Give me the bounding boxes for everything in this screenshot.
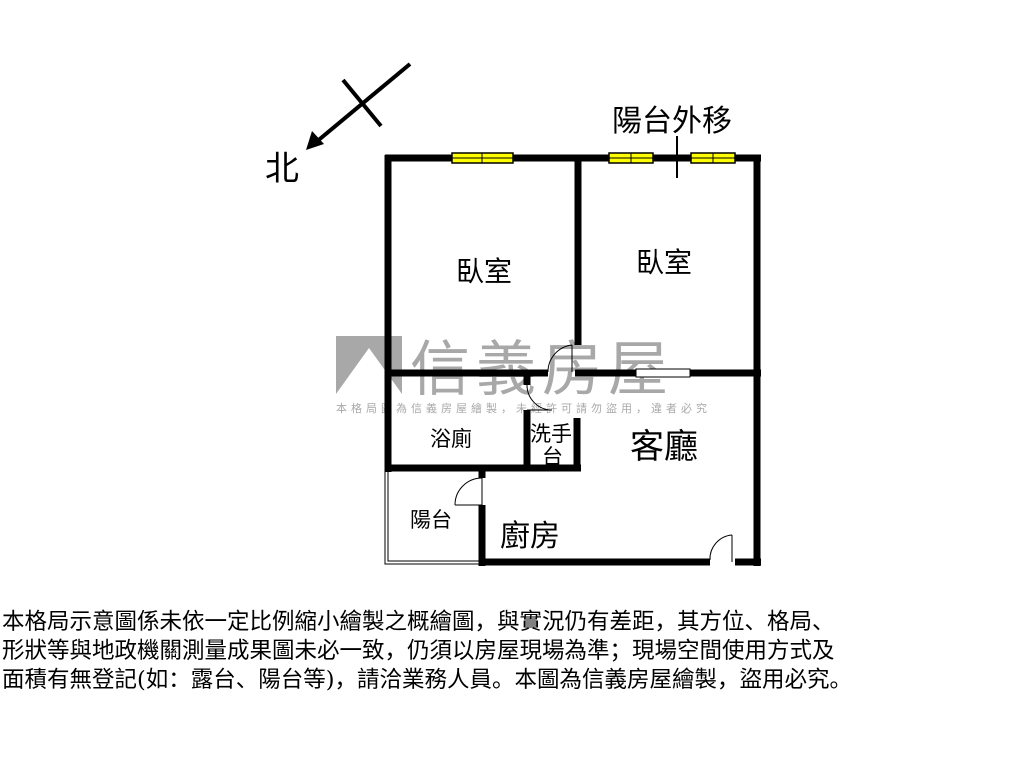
windows	[451, 152, 736, 378]
door-balcony	[454, 477, 483, 506]
room-label-bathroom: 浴廁	[430, 427, 472, 451]
room-label-balcony: 陽台	[410, 508, 452, 532]
window	[635, 368, 691, 378]
disclaimer-line: 本格局示意圖係未依一定比例縮小繪製之概繪圖，與實況仍有差距，其方位、格局、	[2, 609, 835, 635]
walls	[384, 154, 761, 566]
watermark-notice: 本格局圖為信義房屋繪製，未經許可請勿盜用，違者必究	[336, 401, 711, 415]
room-label-bedroom-right: 臥室	[636, 246, 692, 279]
room-label-kitchen: 廚房	[500, 519, 560, 554]
room-label-bedroom-left: 臥室	[456, 255, 512, 288]
north-arrow-icon	[306, 62, 412, 150]
balcony-moved-label: 陽台外移	[612, 104, 732, 139]
room-label-sink: 洗手	[530, 422, 572, 446]
disclaimer: 本格局示意圖係未依一定比例縮小繪製之概繪圖，與實況仍有差距，其方位、格局、 形狀…	[2, 608, 1022, 695]
room-label-sink-2: 台	[542, 445, 563, 469]
disclaimer-line: 形狀等與地政機關測量成果圖未必一致，仍須以房屋現場為準；現場空間使用方式及	[2, 638, 835, 664]
disclaimer-line: 面積有無登記(如：露台、陽台等)，請洽業務人員。本圖為信義房屋繪製，盜用必究。	[2, 667, 853, 693]
doors	[454, 344, 733, 562]
north-label: 北	[265, 149, 299, 189]
door-entrance	[709, 534, 733, 561]
door-bedroom	[547, 344, 573, 373]
room-label-living-room: 客廳	[630, 427, 698, 467]
